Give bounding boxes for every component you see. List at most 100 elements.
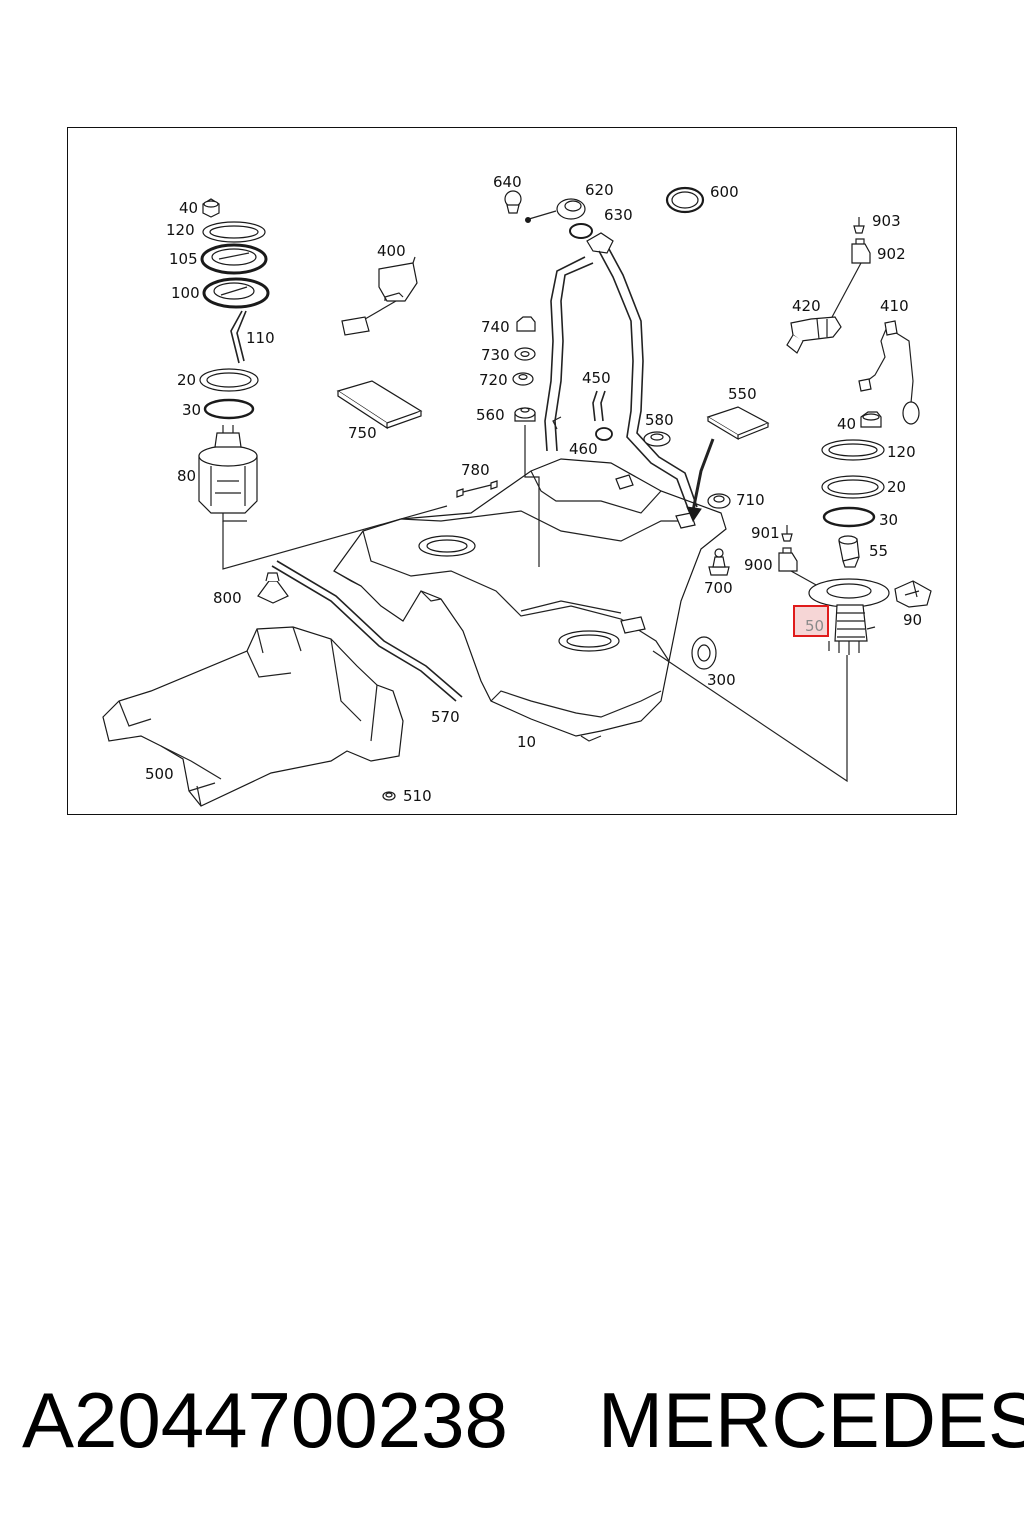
part-clip-c — [552, 416, 562, 430]
part-fuel-tank-10[interactable] — [333, 458, 727, 742]
callout-410: 410 — [880, 297, 909, 315]
part-heatshield-500[interactable] — [102, 626, 404, 807]
callout-780: 780 — [461, 461, 490, 479]
part-ring-20-right[interactable] — [821, 475, 885, 499]
part-connector-900[interactable] — [778, 547, 798, 572]
part-grommet-580[interactable] — [643, 431, 671, 447]
footer: A2044700238 MERCEDES — [0, 1370, 1024, 1470]
callout-630: 630 — [604, 206, 633, 224]
part-cap-903[interactable] — [853, 217, 865, 234]
highlight-box — [793, 605, 829, 637]
callout-80: 80 — [177, 467, 196, 485]
callout-550: 550 — [728, 385, 757, 403]
callout-120-right: 120 — [887, 443, 916, 461]
callout-730: 730 — [481, 346, 510, 364]
callout-800: 800 — [213, 589, 242, 607]
callout-560: 560 — [476, 406, 505, 424]
part-seal-30-left[interactable] — [203, 398, 255, 420]
part-cap-901[interactable] — [781, 525, 793, 542]
part-seal-630[interactable] — [569, 223, 593, 239]
callout-901: 901 — [751, 524, 780, 542]
brand-name: MERCEDES — [598, 1376, 1024, 1464]
callout-450: 450 — [582, 369, 611, 387]
part-nut-40-left[interactable] — [202, 198, 220, 218]
callout-902: 902 — [877, 245, 906, 263]
callout-40-right: 40 — [837, 415, 856, 433]
callout-750: 750 — [348, 424, 377, 442]
callout-903: 903 — [872, 212, 901, 230]
part-ring-120-right[interactable] — [821, 439, 885, 461]
part-bumper-800[interactable] — [257, 572, 289, 604]
parts-diagram: 40 120 105 100 110 20 30 80 400 750 780 … — [67, 127, 957, 815]
callout-580: 580 — [645, 411, 674, 429]
callout-50: 50 — [805, 617, 824, 635]
part-cover-100[interactable] — [202, 277, 270, 309]
callout-500: 500 — [145, 765, 174, 783]
part-plug-300[interactable] — [691, 636, 717, 670]
part-ring-20-left[interactable] — [199, 368, 259, 392]
callout-400: 400 — [377, 242, 406, 260]
callout-30-right: 30 — [879, 511, 898, 529]
part-strap-570[interactable] — [271, 560, 463, 702]
part-washer-730[interactable] — [514, 347, 536, 361]
callout-600: 600 — [710, 183, 739, 201]
part-pump-50[interactable] — [808, 578, 890, 655]
leader-80 — [222, 505, 448, 570]
callout-740: 740 — [481, 318, 510, 336]
part-ring-120-left[interactable] — [202, 221, 266, 243]
part-cap-620[interactable] — [525, 198, 586, 223]
part-number: A2044700238 — [22, 1376, 508, 1464]
callout-300: 300 — [707, 671, 736, 689]
part-hose-450[interactable] — [592, 390, 606, 422]
callout-460: 460 — [569, 440, 598, 458]
part-connector-902[interactable] — [851, 238, 871, 264]
callout-900: 900 — [744, 556, 773, 574]
callout-105: 105 — [169, 250, 198, 268]
part-strip-780[interactable] — [456, 480, 498, 498]
part-sender-400[interactable] — [341, 256, 418, 336]
callout-90: 90 — [903, 611, 922, 629]
callout-640: 640 — [493, 173, 522, 191]
callout-570: 570 — [431, 708, 460, 726]
part-nut-740[interactable] — [516, 316, 536, 332]
leader-50 — [652, 650, 848, 783]
part-bumper-710[interactable] — [707, 493, 731, 509]
callout-40-left: 40 — [179, 199, 198, 217]
part-cap-640[interactable] — [504, 190, 522, 214]
part-ring-600[interactable] — [665, 186, 705, 214]
callout-10: 10 — [517, 733, 536, 751]
callout-30-left: 30 — [182, 401, 201, 419]
part-seal-30-right[interactable] — [822, 506, 876, 528]
part-bracket-90[interactable] — [894, 580, 932, 608]
part-sensor-410[interactable] — [858, 320, 920, 425]
part-cover-105[interactable] — [200, 243, 268, 275]
highlighted-callout-50[interactable]: 50 — [793, 605, 829, 637]
callout-100: 100 — [171, 284, 200, 302]
part-pad-550[interactable] — [686, 406, 770, 523]
part-sensor-420[interactable] — [786, 316, 842, 354]
part-washer-720[interactable] — [512, 372, 534, 386]
callout-20-right: 20 — [887, 478, 906, 496]
leader-902 — [830, 262, 862, 320]
part-filler-neck[interactable] — [544, 232, 698, 512]
callout-700: 700 — [704, 579, 733, 597]
part-grommet-560[interactable] — [514, 407, 536, 422]
part-clamp-460[interactable] — [595, 427, 613, 441]
callout-420: 420 — [792, 297, 821, 315]
callout-720: 720 — [479, 371, 508, 389]
callout-620: 620 — [585, 181, 614, 199]
part-bumper-700[interactable] — [708, 548, 730, 576]
callout-110: 110 — [246, 329, 275, 347]
part-clip-110[interactable] — [230, 310, 247, 364]
callout-120-left: 120 — [166, 221, 195, 239]
part-pad-750[interactable] — [336, 380, 423, 430]
callout-20-left: 20 — [177, 371, 196, 389]
callout-710: 710 — [736, 491, 765, 509]
leader-560 — [524, 425, 540, 567]
part-valve-55[interactable] — [838, 535, 860, 568]
part-pump-80[interactable] — [198, 425, 258, 522]
callout-55: 55 — [869, 542, 888, 560]
callout-510: 510 — [403, 787, 432, 805]
part-nut-510[interactable] — [382, 791, 396, 801]
part-nut-40-right[interactable] — [860, 411, 882, 428]
